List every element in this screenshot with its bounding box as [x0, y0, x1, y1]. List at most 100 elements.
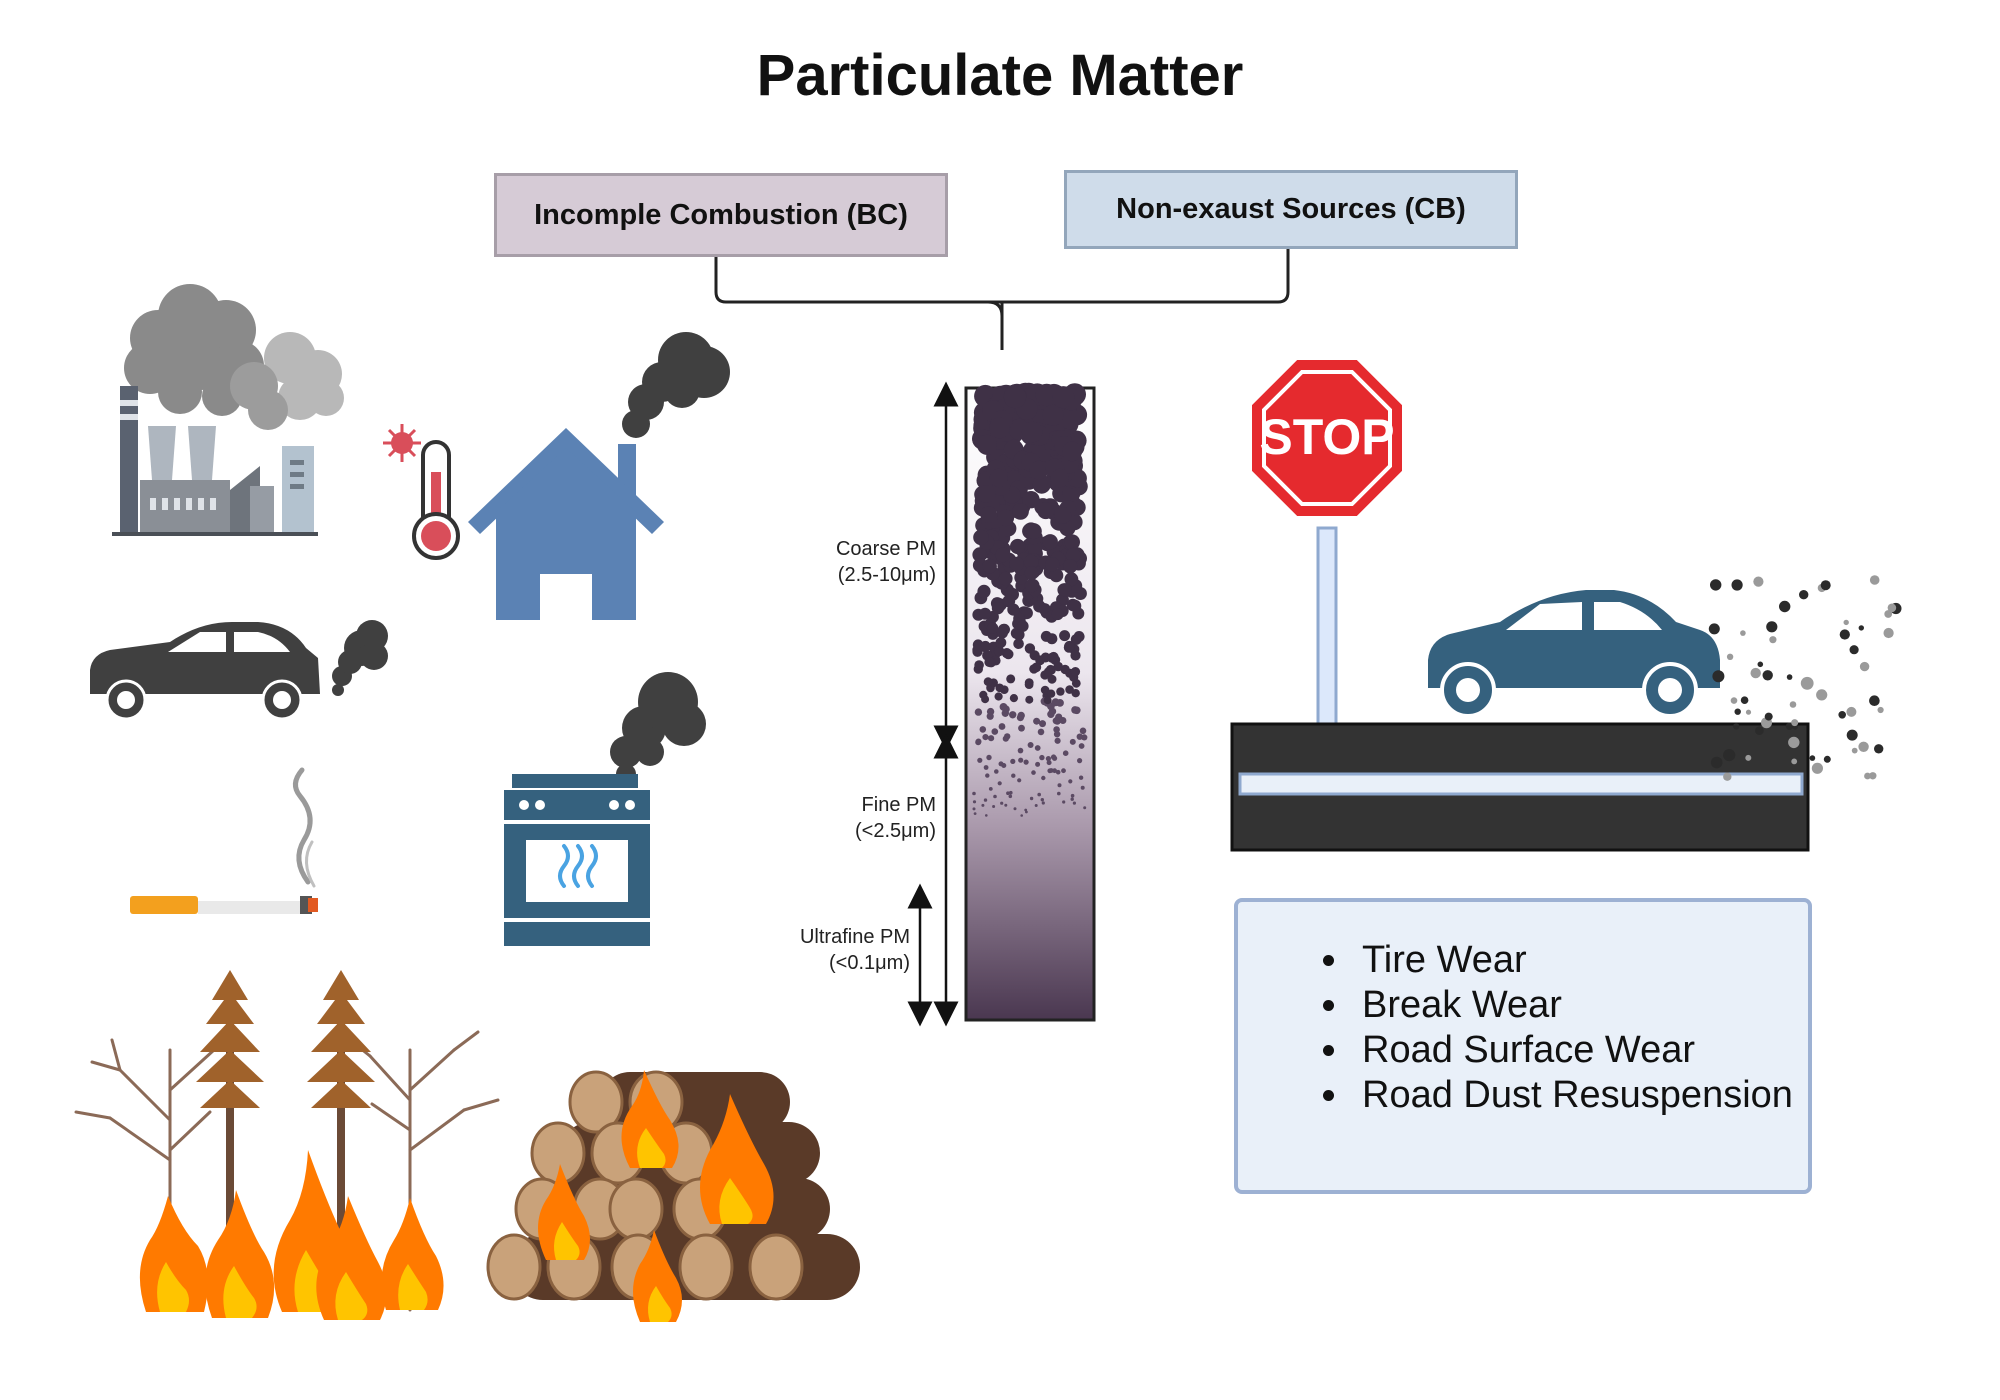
particle	[1024, 680, 1034, 689]
stove-icon	[504, 672, 706, 946]
particle	[1059, 630, 1071, 642]
fine-pm-name: Fine PM	[861, 794, 936, 816]
combustion-source-label: Incomple Combustion (BC)	[534, 198, 908, 231]
particle	[998, 761, 1004, 767]
particle	[1039, 720, 1046, 728]
particle	[982, 734, 989, 741]
particle	[1062, 750, 1069, 756]
particle	[1053, 731, 1061, 738]
particle	[1011, 773, 1016, 778]
log-fire-icon	[486, 1070, 860, 1322]
emission-particle	[1750, 667, 1761, 679]
particle	[1024, 566, 1039, 581]
particle	[994, 769, 999, 774]
particle	[988, 735, 995, 742]
particle	[1009, 711, 1017, 719]
particle	[1079, 727, 1087, 735]
particle	[1050, 468, 1070, 488]
particle	[986, 754, 992, 761]
particle	[982, 558, 997, 574]
particle	[1008, 794, 1013, 799]
particle	[1065, 547, 1081, 563]
particle	[1056, 699, 1064, 707]
particle	[1037, 792, 1041, 797]
emission-particle	[1745, 709, 1752, 715]
emission-particle	[1791, 758, 1798, 765]
emission-particle	[1877, 706, 1884, 714]
particle	[998, 571, 1013, 586]
particle	[1012, 503, 1029, 520]
particle	[1042, 404, 1064, 426]
particle	[1048, 651, 1059, 662]
particle	[983, 765, 989, 770]
page-title: Particulate Matter	[756, 43, 1244, 108]
particle	[1062, 441, 1082, 462]
particle	[1078, 743, 1085, 749]
road-icon	[1230, 722, 1810, 852]
particle	[1042, 534, 1058, 550]
connector-bracket	[714, 249, 1290, 350]
particle	[986, 622, 999, 634]
particle	[1043, 696, 1052, 705]
particle	[1062, 484, 1081, 503]
emission-particle	[1740, 696, 1749, 704]
emission-particle	[1740, 630, 1746, 636]
emission-particle	[1710, 579, 1722, 591]
particle	[1022, 491, 1040, 509]
emission-particle	[1823, 755, 1831, 763]
particle	[979, 607, 992, 620]
particle	[1056, 687, 1065, 696]
particle	[1073, 706, 1081, 715]
particle	[1031, 770, 1036, 775]
particle	[1077, 758, 1083, 764]
house-icon	[468, 332, 730, 620]
particle	[1029, 650, 1040, 661]
particle	[1033, 717, 1041, 725]
particle	[1037, 502, 1055, 520]
emission-particle	[1730, 697, 1738, 704]
particle	[1064, 640, 1075, 652]
emission-particle	[1820, 580, 1831, 591]
particle	[998, 723, 1006, 730]
emission-particle	[1789, 701, 1797, 708]
emission-particle	[1846, 706, 1857, 717]
particle	[1055, 769, 1061, 775]
particle	[1035, 761, 1041, 767]
particle	[1054, 737, 1061, 744]
particle	[1034, 804, 1038, 807]
particle	[1027, 540, 1043, 556]
emission-particle	[1764, 712, 1773, 721]
particle	[992, 805, 996, 808]
particle	[1065, 685, 1074, 694]
emission-particle	[1869, 695, 1880, 706]
particle	[1010, 538, 1026, 555]
emission-particle	[1811, 762, 1823, 774]
emission-particle	[1779, 600, 1791, 613]
particle	[1070, 667, 1081, 677]
particle	[1054, 507, 1072, 524]
particle	[1025, 523, 1042, 540]
particle	[988, 787, 993, 791]
particle	[977, 584, 991, 599]
fine-pm-range: (<2.5μm)	[855, 820, 936, 842]
particle	[1013, 638, 1024, 649]
particle	[1070, 650, 1081, 661]
stop-sign-text: STOP	[1259, 409, 1394, 465]
particle	[1007, 603, 1020, 616]
emission-particle	[1731, 579, 1743, 591]
particle	[1020, 814, 1023, 817]
particle	[1070, 797, 1074, 801]
particle	[979, 726, 987, 733]
particle	[973, 812, 977, 815]
particle	[1068, 779, 1073, 784]
particle	[995, 683, 1004, 693]
ultrafine-pm-label: Ultrafine PM (<0.1μm)	[800, 924, 910, 976]
particle	[1052, 386, 1075, 409]
particle	[1018, 724, 1025, 732]
particle	[1080, 785, 1085, 790]
particle	[1009, 694, 1019, 703]
particle	[1032, 475, 1051, 494]
emission-particle	[1887, 603, 1897, 613]
emission-particle	[1839, 629, 1850, 640]
particle	[1029, 460, 1049, 480]
